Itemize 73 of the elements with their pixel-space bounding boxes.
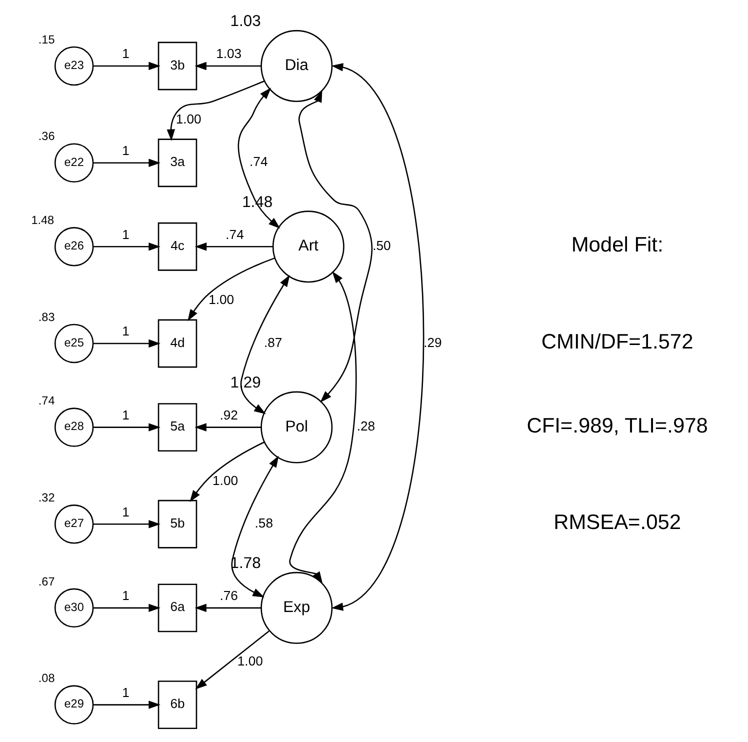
node-circle: e27 — [54, 504, 94, 544]
edge-label: .50 — [372, 238, 390, 253]
arrow — [237, 88, 280, 229]
node-circle: e30 — [54, 588, 94, 628]
edge-label: .87 — [263, 334, 282, 350]
node-box: 6a — [157, 584, 197, 632]
arrow — [187, 257, 275, 322]
node-circle: e26 — [54, 227, 94, 266]
node-box: 3a — [157, 138, 197, 188]
edge-label: 1 — [122, 588, 129, 604]
arrow — [93, 700, 160, 709]
label: RMSEA=.052 — [553, 511, 681, 534]
edge-label: 1 — [122, 684, 129, 700]
edge-label: 1.00 — [212, 472, 238, 488]
node-circle: e22 — [54, 143, 94, 182]
edge-label: 1.00 — [236, 654, 262, 669]
node-box: 6b — [157, 680, 197, 729]
node-label: .08 — [38, 672, 54, 686]
edge-label: 1 — [122, 504, 129, 520]
edge-label: 1 — [122, 407, 129, 422]
arrow — [194, 62, 261, 70]
edge-label: .58 — [254, 515, 272, 530]
edge-label: 1 — [122, 143, 129, 158]
node-circle: e25 — [54, 324, 94, 364]
arrow — [298, 90, 372, 403]
node-label: .67 — [38, 575, 54, 588]
arrow — [93, 604, 160, 612]
node-box: 5a — [157, 403, 197, 452]
edge-label: .92 — [219, 407, 238, 422]
edge-label: .76 — [219, 588, 238, 604]
arrow — [166, 80, 264, 142]
edge-label: 1 — [122, 226, 129, 242]
label: CFI=.989, TLI=.978 — [526, 414, 708, 438]
arrow — [189, 442, 264, 502]
arrow — [93, 339, 160, 348]
node-label: 1.03 — [230, 13, 260, 30]
edge-label: 1 — [122, 324, 129, 339]
arrow — [194, 242, 272, 251]
edge-label: 1.00 — [175, 112, 201, 127]
arrow — [288, 271, 356, 584]
edge-label: .29 — [423, 334, 442, 350]
node-label: .15 — [38, 33, 54, 46]
edge-label: .74 — [249, 154, 268, 170]
node-circle: e23 — [54, 46, 94, 86]
arrow — [230, 456, 278, 598]
node-circle: e28 — [54, 408, 94, 447]
arrow — [194, 423, 261, 432]
edge-label: .74 — [225, 226, 244, 242]
arrow — [93, 242, 160, 251]
node-label: 1.48 — [30, 214, 54, 227]
edge-label: 1 — [122, 46, 129, 62]
edge-label: .28 — [356, 418, 375, 434]
node-box: 5b — [157, 500, 197, 548]
arrow — [194, 630, 269, 690]
node-label: .83 — [38, 310, 54, 324]
node-label: .36 — [38, 130, 54, 144]
node-box: 4d — [157, 319, 197, 368]
arrow — [93, 423, 160, 432]
edge-label: 1.03 — [216, 46, 242, 62]
arrow — [194, 604, 261, 612]
edge-label: 1.00 — [208, 292, 234, 308]
label: Model Fit: — [570, 234, 663, 257]
arrow — [240, 274, 290, 414]
node-label: .32 — [38, 492, 54, 505]
arrow — [93, 158, 160, 167]
node-circle: e29 — [54, 685, 94, 724]
node-label: .74 — [38, 394, 54, 408]
arrow — [330, 63, 424, 611]
arrow — [93, 520, 160, 528]
label: CMIN/DF=1.572 — [540, 330, 693, 354]
arrow — [93, 62, 160, 70]
node-box: 4c — [157, 222, 197, 271]
node-box: 3b — [157, 42, 197, 90]
